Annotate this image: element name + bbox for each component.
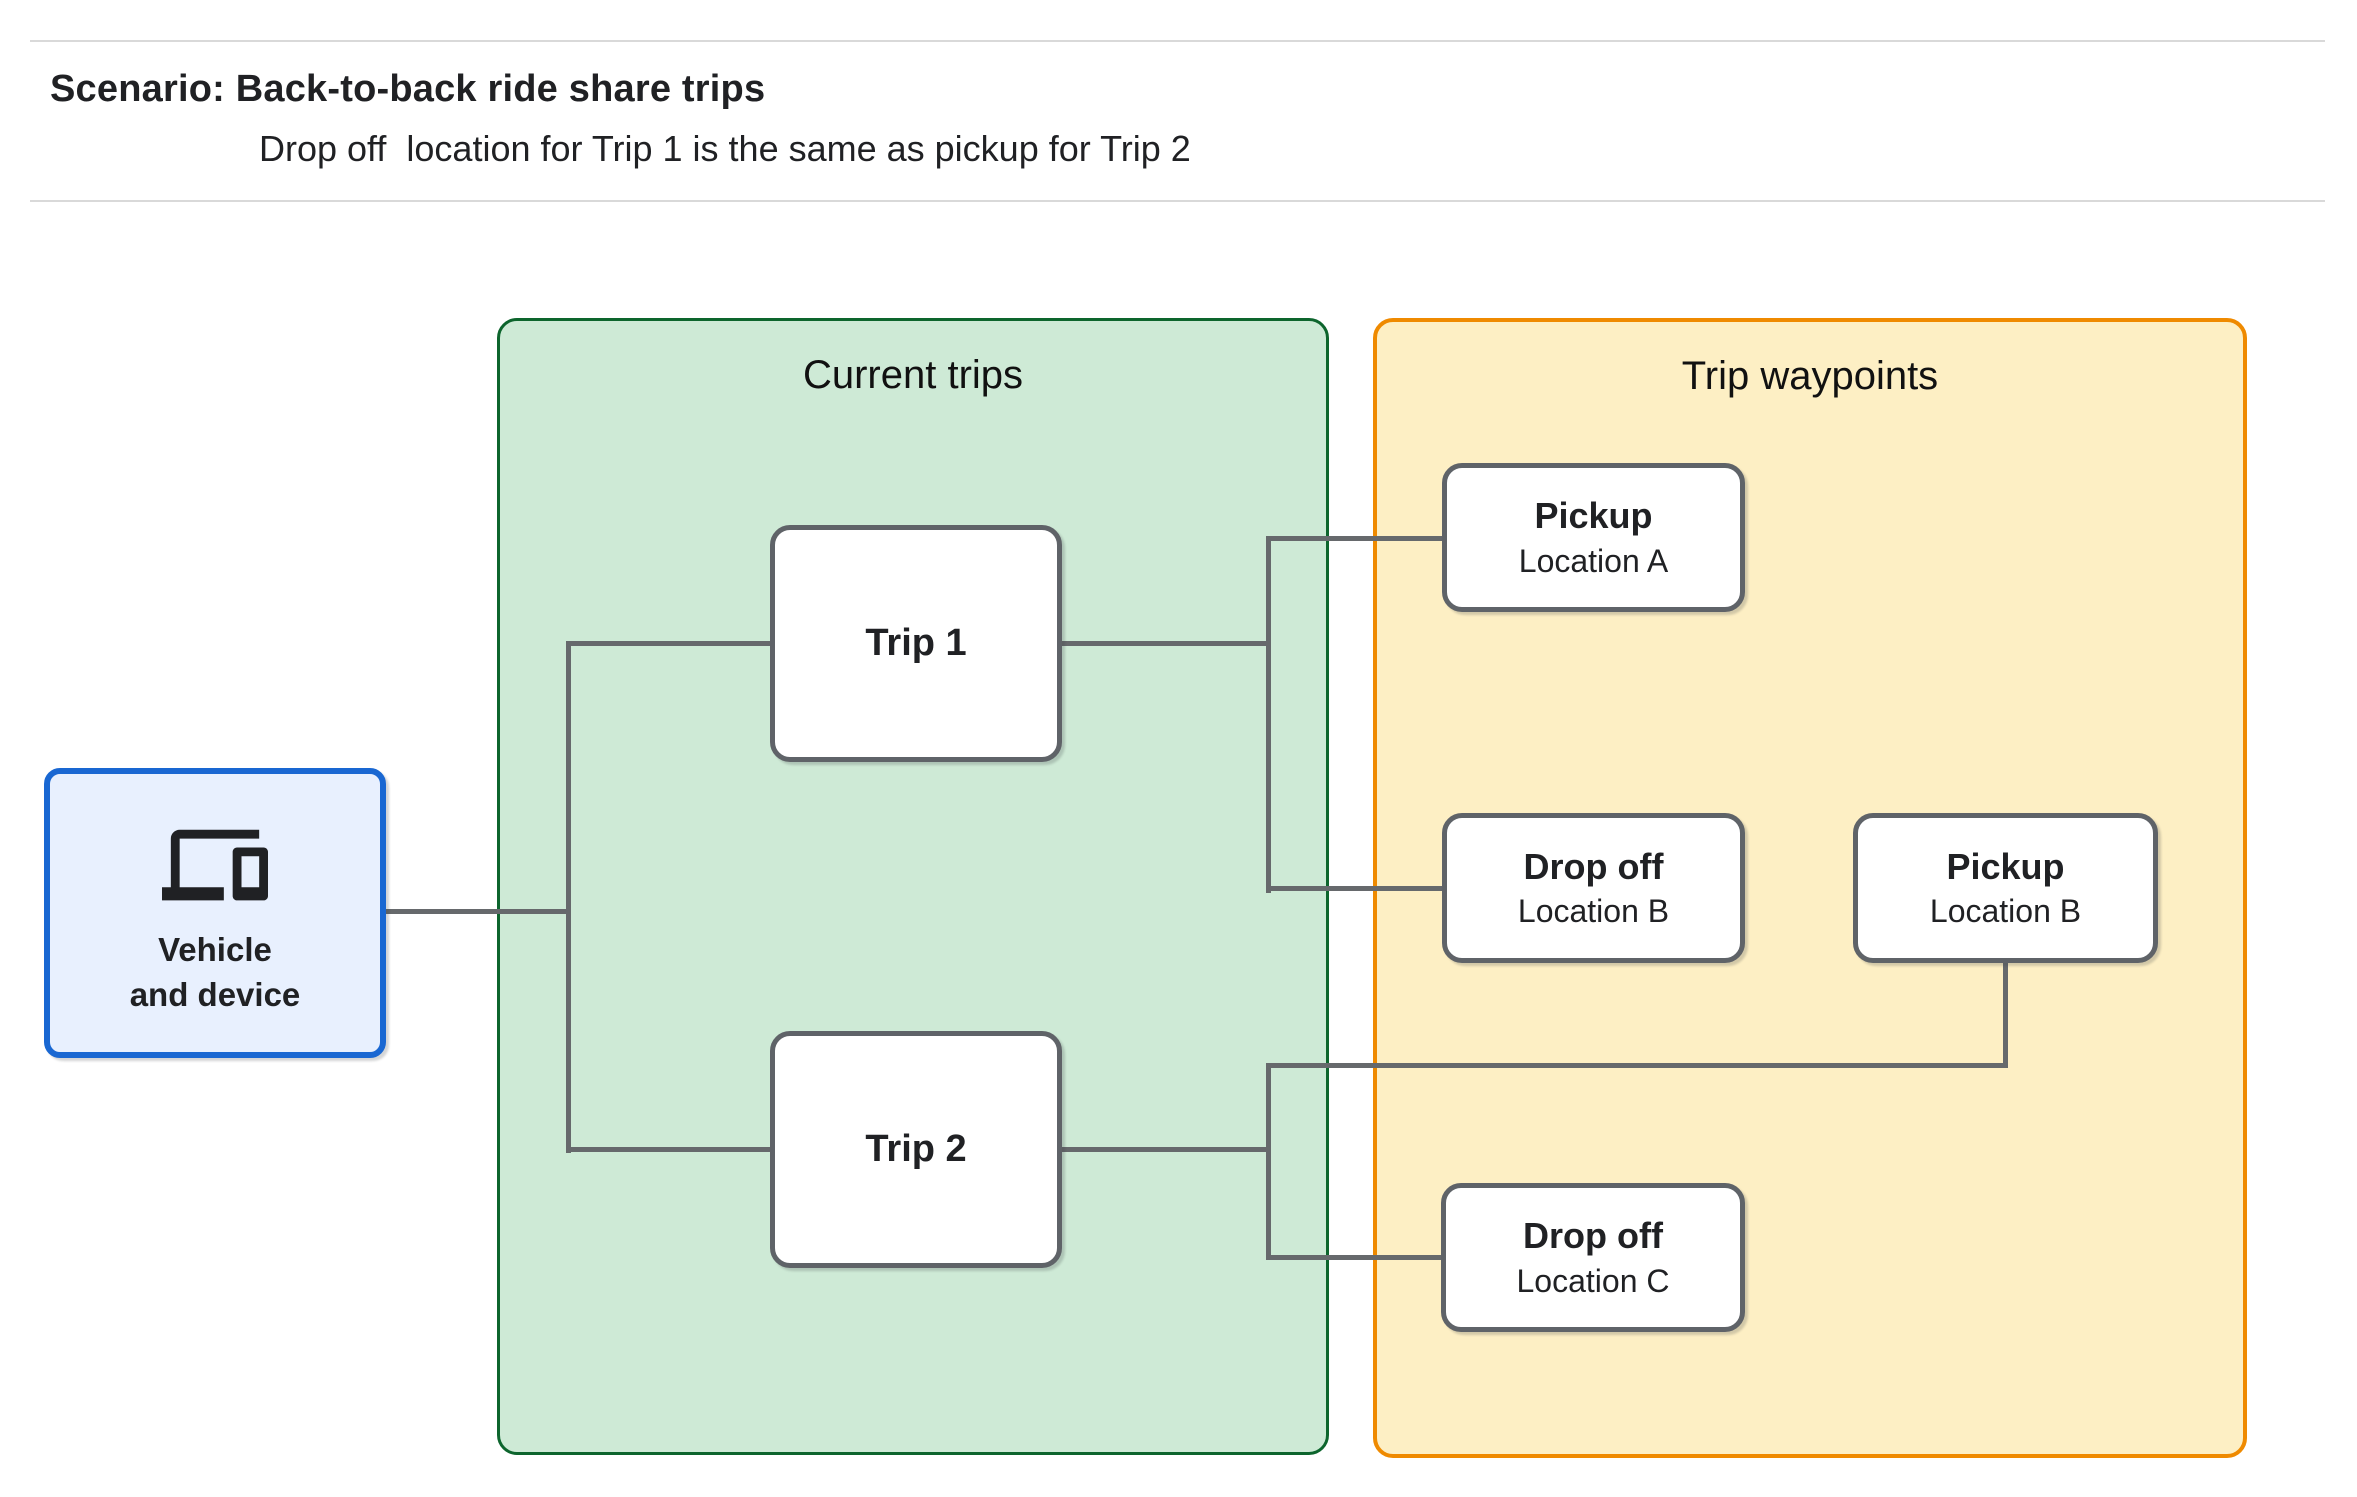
vehicle-node-label: Vehicle and device — [130, 927, 301, 1018]
vehicle-label-line2: and device — [129, 976, 301, 1014]
dropoff-location-c-node: Drop off Location C — [1441, 1183, 1745, 1332]
connector-trip1-waypoints-vertical — [1266, 536, 1271, 893]
header-bottom-rule — [30, 200, 2325, 202]
connector-junction-to-trip2 — [568, 1147, 770, 1152]
trip1-label: Trip 1 — [865, 622, 967, 664]
dropoff-location-b-node: Drop off Location B — [1442, 813, 1745, 963]
devices-icon — [162, 818, 268, 915]
pickup-location-b-node: Pickup Location B — [1853, 813, 2158, 963]
page-subtitle: Drop off location for Trip 1 is the same… — [259, 128, 1191, 169]
connector-trip2-out — [1062, 1147, 1270, 1152]
trip2-node: Trip 2 — [770, 1031, 1062, 1268]
trip-waypoints-title: Trip waypoints — [1681, 354, 1939, 398]
current-trips-panel: Current trips — [497, 318, 1329, 1455]
trip2-label: Trip 2 — [865, 1128, 967, 1170]
pickup-a-location: Location A — [1518, 542, 1669, 579]
trip1-node: Trip 1 — [770, 525, 1062, 762]
connector-junction-to-trip1 — [568, 641, 770, 646]
pickup-location-a-node: Pickup Location A — [1442, 463, 1745, 612]
connector-vehicle-to-junction — [386, 909, 571, 914]
connector-to-dropoff-b — [1268, 886, 1442, 891]
connector-to-pickup-b-horizontal — [1268, 1063, 2008, 1068]
pickup-a-title: Pickup — [1534, 495, 1653, 537]
connector-trip2-waypoints-vertical — [1266, 1063, 1271, 1260]
connector-to-pickup-a — [1268, 536, 1442, 541]
dropoff-c-location: Location C — [1516, 1262, 1670, 1299]
page-title: Scenario: Back-to-back ride share trips — [50, 68, 766, 110]
dropoff-b-title: Drop off — [1523, 845, 1664, 887]
vehicle-and-device-node: Vehicle and device — [44, 768, 386, 1058]
current-trips-title: Current trips — [802, 353, 1024, 397]
pickup-b-title: Pickup — [1946, 845, 2065, 887]
dropoff-b-location: Location B — [1517, 893, 1670, 930]
dropoff-c-title: Drop off — [1523, 1215, 1663, 1257]
connector-to-dropoff-c — [1268, 1255, 1441, 1260]
vehicle-label-line1: Vehicle — [158, 930, 272, 968]
connector-trip1-out — [1062, 641, 1270, 646]
connector-pickup-b-drop — [2003, 963, 2008, 1068]
pickup-b-location: Location B — [1929, 893, 2082, 930]
connector-trips-junction-vertical — [566, 641, 571, 1153]
header-top-rule — [30, 40, 2325, 42]
